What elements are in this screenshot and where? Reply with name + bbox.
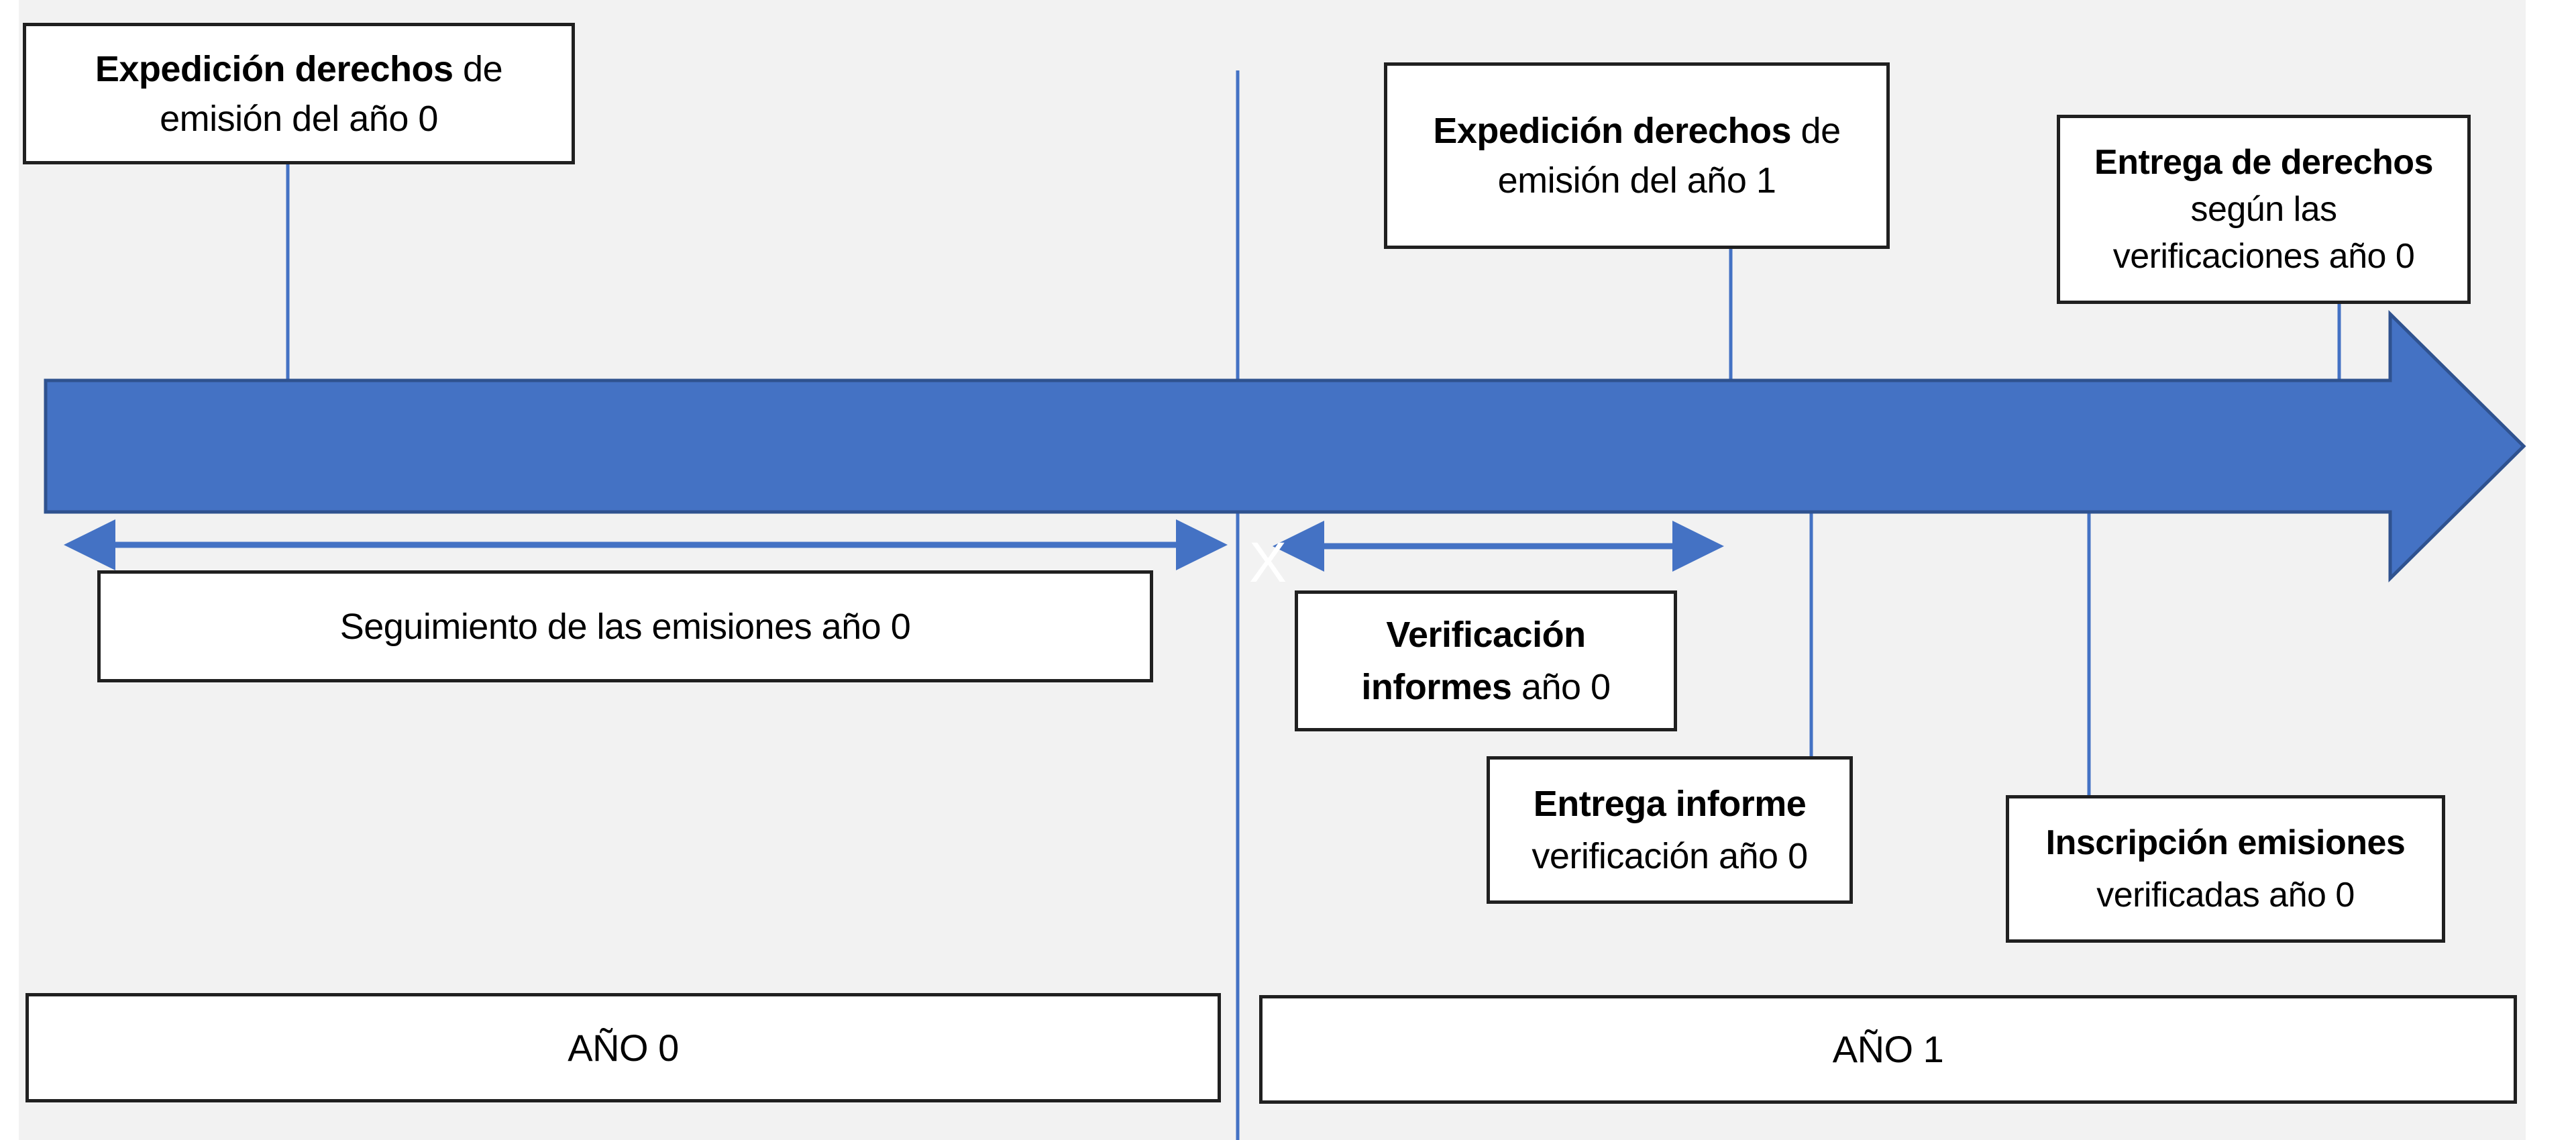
event-text-bold: informes [1361, 667, 1512, 707]
event-line: Entrega informe [1533, 784, 1807, 824]
event-line: informes año 0 [1361, 661, 1611, 713]
span-arrow-verification-left-head [1273, 521, 1324, 572]
event-line: Expedición derechos de [95, 44, 503, 94]
event-text: de [1791, 111, 1841, 151]
span-arrow-verification-right-head [1672, 521, 1724, 572]
event-box-report-delivery: Entrega informe verificación año 0 [1487, 756, 1853, 904]
timeline-arrow [44, 310, 2526, 582]
year1-band: AÑO 1 [1259, 995, 2517, 1104]
event-box-issue-rights-year1: Expedición derechos de emisión del año 1 [1384, 62, 1890, 249]
event-line: verificaciones año 0 [2112, 237, 2415, 276]
year-label: AÑO 0 [568, 1026, 679, 1069]
event-text: año 0 [1511, 667, 1611, 707]
year0-band: AÑO 0 [25, 993, 1221, 1102]
event-line: verificadas año 0 [2096, 876, 2355, 915]
event-line: Seguimiento de las emisiones año 0 [339, 606, 911, 647]
event-text-bold: Expedición derechos [95, 48, 453, 89]
event-text: de [453, 48, 503, 89]
event-line: Verificación [1386, 615, 1586, 655]
span-arrow-monitoring-left-head [64, 519, 115, 570]
event-line: Expedición derechos de [1433, 106, 1841, 156]
event-box-registration-emissions: Inscripción emisiones verificadas año 0 [2006, 795, 2445, 943]
event-text-bold: Expedición derechos [1433, 111, 1792, 151]
event-box-surrender-rights: Entrega de derechos según las verificaci… [2057, 115, 2471, 304]
event-line: según las [2190, 190, 2337, 229]
event-line: emisión del año 1 [1497, 160, 1776, 201]
event-box-issue-rights-year0: Expedición derechos de emisión del año 0 [23, 23, 575, 164]
x-marker: X [1249, 531, 1287, 594]
year-label: AÑO 1 [1832, 1028, 1944, 1070]
event-line: Inscripción emisiones [2045, 823, 2406, 862]
event-line: Entrega de derechos [2094, 143, 2433, 182]
event-line: verificación año 0 [1532, 836, 1808, 876]
span-arrow-monitoring-right-head [1176, 519, 1228, 570]
event-line: emisión del año 0 [160, 98, 438, 139]
event-box-monitoring-emissions: Seguimiento de las emisiones año 0 [97, 570, 1153, 682]
event-box-verification-reports: Verificación informes año 0 [1295, 590, 1677, 731]
